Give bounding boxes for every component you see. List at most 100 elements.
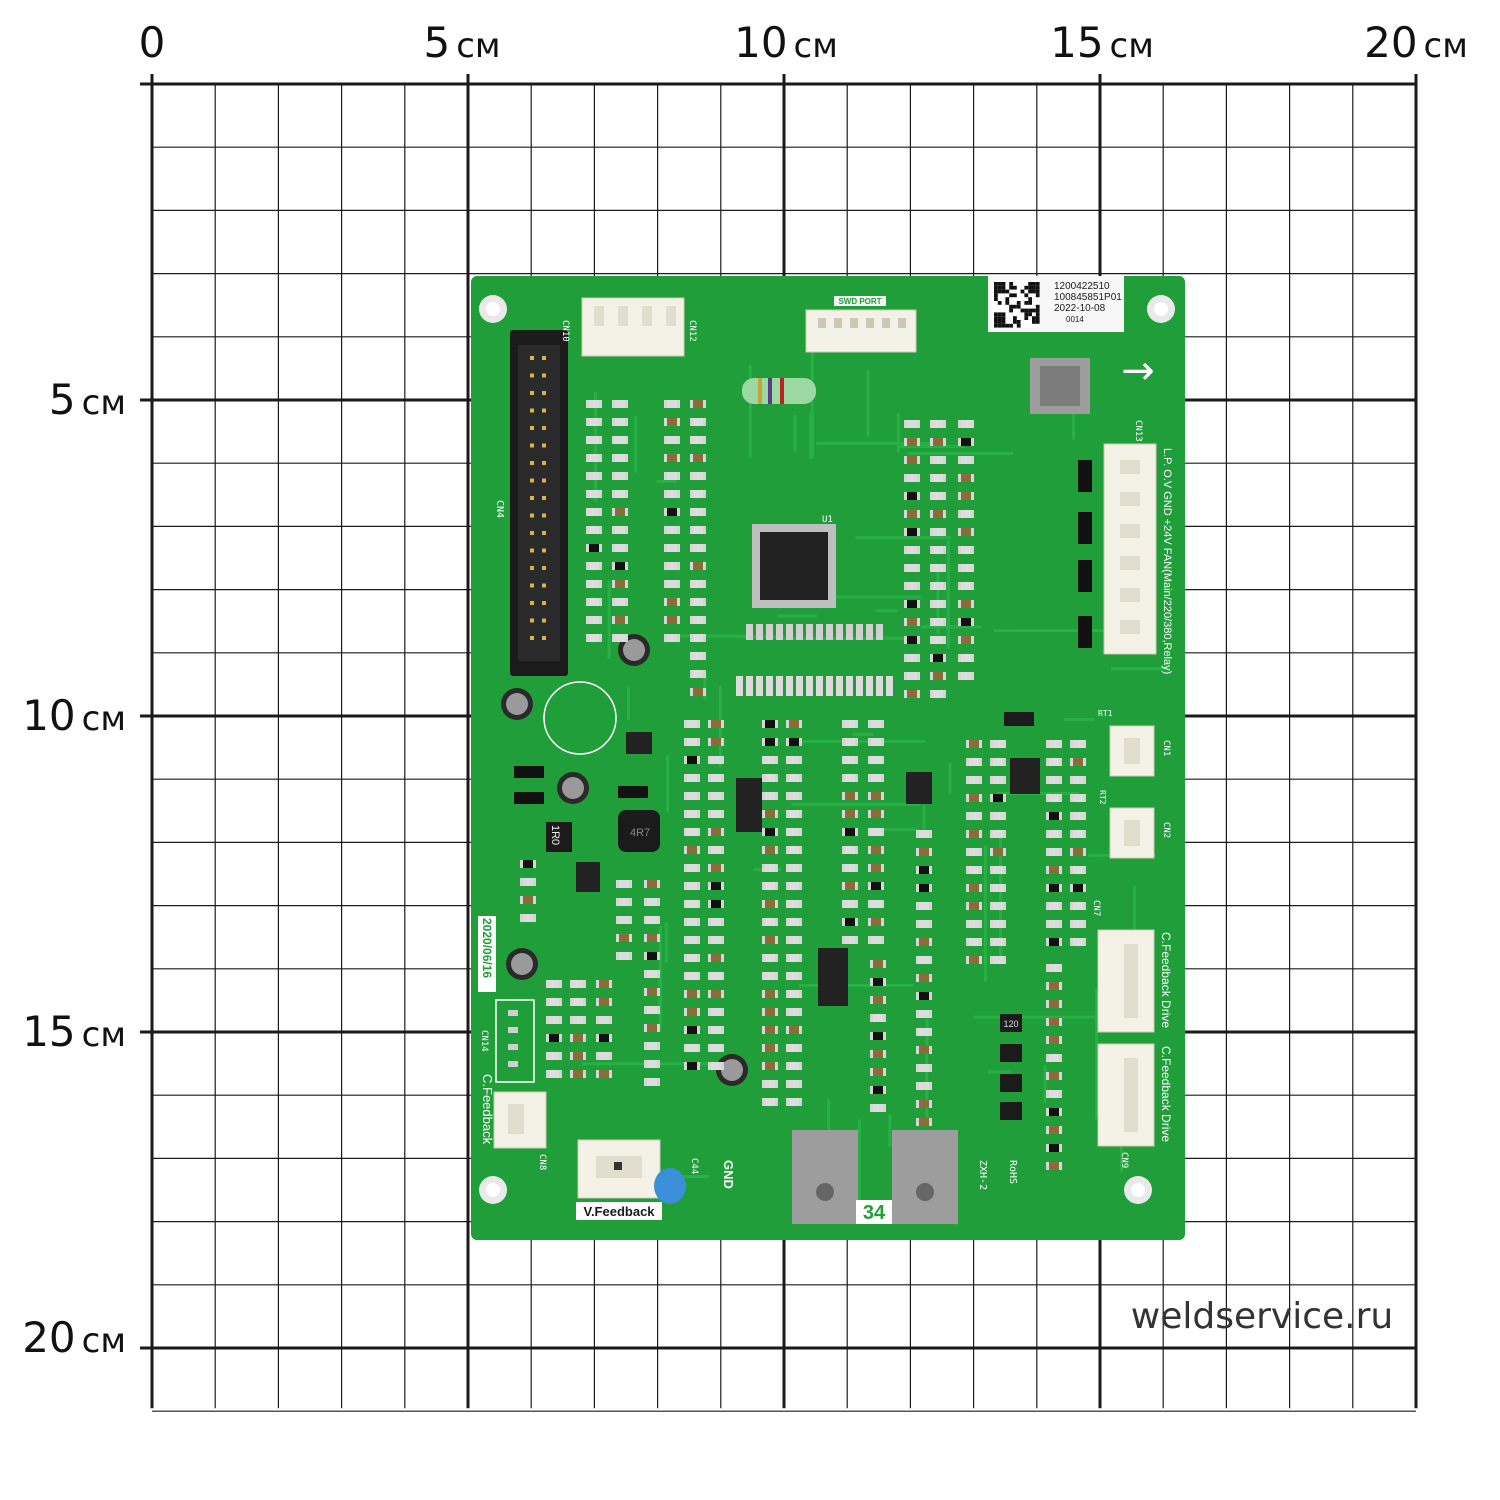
smd-part — [693, 436, 703, 444]
smd-part — [615, 562, 625, 570]
connector-pin — [508, 1027, 518, 1033]
smd-part — [789, 936, 799, 944]
smd-part — [873, 1104, 883, 1112]
header-pin — [530, 408, 534, 413]
cn10-label: CN10 — [560, 320, 570, 342]
smd-part — [933, 438, 943, 446]
smd-part — [765, 738, 775, 746]
smd-part — [873, 1086, 883, 1094]
smd-part — [969, 866, 979, 874]
smd-part — [711, 720, 721, 728]
header-pin — [542, 461, 546, 465]
smd-part — [573, 1070, 583, 1078]
smd-part — [589, 598, 599, 606]
header-pin — [542, 636, 546, 640]
smd-part — [693, 652, 703, 660]
smd-part — [845, 864, 855, 872]
smd-part — [873, 1014, 883, 1022]
inductor-4r7: 4R7 — [618, 810, 660, 852]
smd-components — [514, 400, 1092, 1170]
smd-part — [687, 774, 697, 782]
smd-part — [856, 624, 863, 640]
smd-part — [961, 636, 971, 644]
smd-part — [919, 974, 929, 982]
header-pin — [542, 496, 546, 500]
qr-module — [1009, 304, 1013, 309]
qr-code-icon — [992, 280, 1040, 328]
smd-part — [1073, 812, 1083, 820]
smd-part — [789, 882, 799, 890]
smd-part — [667, 634, 677, 642]
rt2-label: RT2 — [1098, 790, 1107, 805]
smd-part — [1073, 866, 1083, 874]
date-text: 2020/06/16 — [480, 918, 494, 978]
smd-part — [993, 938, 1003, 946]
qr-module — [997, 301, 1002, 305]
smd-part — [873, 996, 883, 1004]
smd-part — [1049, 1126, 1059, 1134]
smd-part — [933, 600, 943, 608]
smd-part — [765, 756, 775, 764]
smd-part — [961, 420, 971, 428]
header-pin — [542, 391, 546, 395]
smd-part — [1049, 1036, 1059, 1044]
smd-part — [1049, 982, 1059, 990]
header-pin — [530, 496, 534, 500]
qr-module — [997, 282, 1002, 286]
sticker-line-4: 0014 — [1066, 315, 1084, 324]
smd-part — [1049, 812, 1059, 820]
smd-part — [1073, 902, 1083, 910]
smd-part — [776, 676, 783, 696]
cn2-connector: CN2 RT2 — [1098, 790, 1171, 859]
connector-pin — [1120, 460, 1140, 474]
smd-part — [1073, 848, 1083, 856]
smd-part — [687, 972, 697, 980]
header-pin — [542, 566, 546, 570]
smd-part — [647, 952, 657, 960]
smd-part — [789, 900, 799, 908]
diode — [1078, 560, 1092, 592]
smd-part — [961, 582, 971, 590]
smd-part — [919, 1010, 929, 1018]
smd-part — [993, 866, 1003, 874]
smd-part — [789, 1026, 799, 1034]
smd-part — [907, 528, 917, 536]
inductor-1r0-label: 1R0 — [549, 825, 561, 845]
qr-module — [1035, 308, 1040, 313]
smd-part — [693, 508, 703, 516]
smd-part — [1049, 1054, 1059, 1062]
v-feedback-connector: V.Feedback C44 GND — [576, 1139, 736, 1220]
smd-part — [1049, 848, 1059, 856]
smd-part — [765, 972, 775, 980]
smd-part — [789, 810, 799, 818]
smd-part — [687, 756, 697, 764]
smd-part — [667, 526, 677, 534]
resistors-120: 120 — [1000, 1014, 1022, 1120]
header-pin — [542, 548, 546, 553]
smd-part — [789, 846, 799, 854]
cn4-label: CN4 — [494, 500, 505, 518]
smd-part — [1073, 776, 1083, 784]
connector-pin — [1120, 524, 1140, 538]
smd-part — [589, 508, 599, 516]
smd-part — [969, 794, 979, 802]
capacitor-icon — [501, 688, 533, 720]
smd-part — [816, 676, 823, 696]
smd-part — [711, 828, 721, 836]
smd-part — [573, 980, 583, 988]
smd-part — [693, 670, 703, 678]
smd-part — [1049, 866, 1059, 874]
smd-part — [789, 1008, 799, 1016]
qr-module — [1016, 301, 1021, 305]
smd-part — [549, 980, 559, 988]
v-feedback-label: V.Feedback — [583, 1204, 655, 1219]
connector-pin — [850, 318, 858, 328]
qr-module — [997, 289, 1002, 294]
smd-part — [845, 936, 855, 944]
smd-part — [993, 794, 1003, 802]
label-sticker: 1200422510 100845851P01 2022-10-08 0014 — [988, 276, 1124, 332]
header-pin — [542, 443, 546, 448]
smd-part — [919, 938, 929, 946]
